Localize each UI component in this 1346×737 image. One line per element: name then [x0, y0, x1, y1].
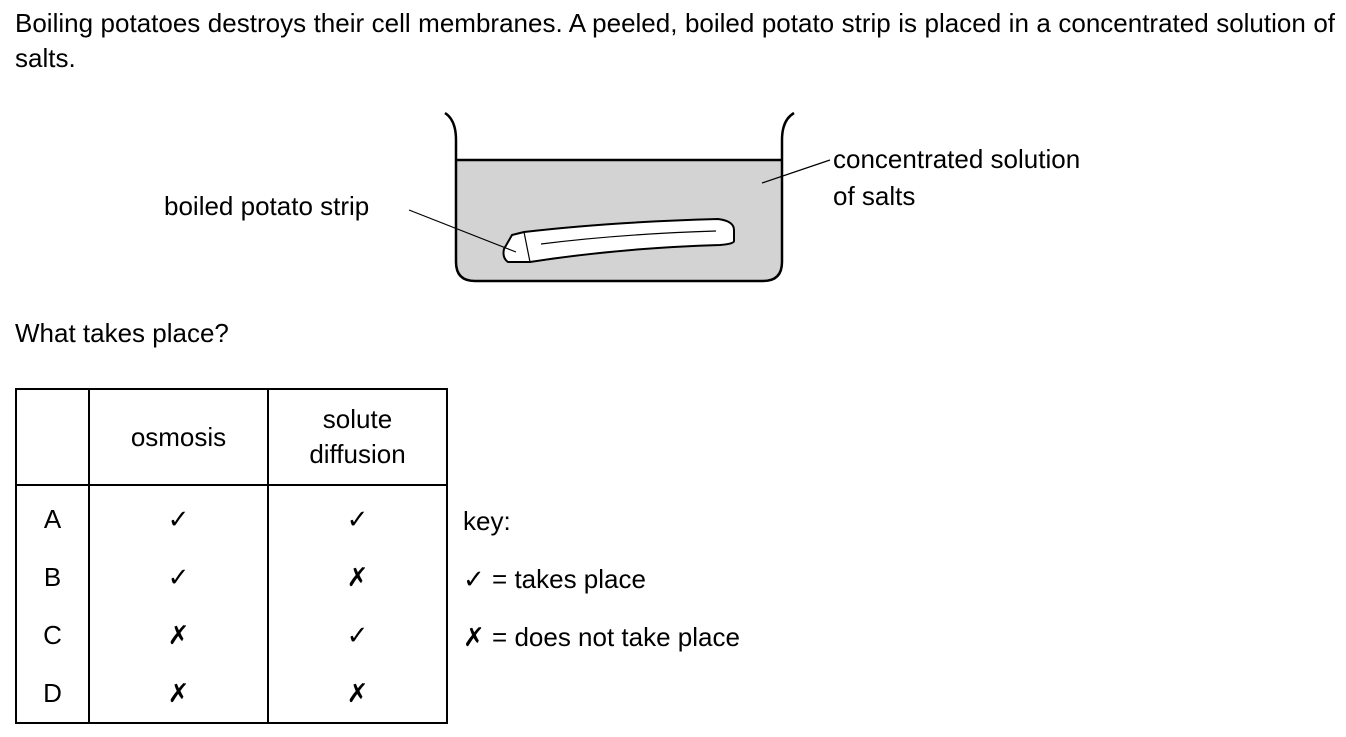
intro-text: Boiling potatoes destroys their cell mem…: [15, 8, 1335, 73]
salt-solution: [456, 160, 782, 281]
options-table: osmosis solute diffusion A ✓ ✓ B ✓ ✗ C ✗…: [15, 388, 448, 724]
osmosis-mark: ✓: [88, 485, 269, 548]
tick-symbol: ✓: [463, 564, 485, 594]
header-osmosis: osmosis: [88, 388, 269, 486]
table-row: A ✓ ✓: [15, 485, 448, 548]
potato-strip-edge: [523, 231, 531, 263]
solute-diffusion-mark: ✓: [267, 606, 448, 664]
option-letter: A: [15, 485, 90, 548]
option-letter: B: [15, 548, 90, 606]
solute-diffusion-mark: ✗: [267, 548, 448, 606]
beaker-outline: [444, 111, 795, 283]
label-solution-line1: concentrated solution: [833, 144, 1081, 174]
beaker-diagram: [408, 111, 831, 283]
osmosis-mark: ✗: [88, 606, 269, 664]
option-letter: D: [15, 664, 90, 724]
header-solute-line1: solute: [322, 404, 393, 434]
label-boiled-potato-strip: boiled potato strip: [164, 191, 370, 221]
header-solute-line2: diffusion: [309, 439, 406, 469]
solution-leader-line: [761, 159, 831, 184]
table-row: B ✓ ✗: [15, 548, 448, 606]
osmosis-mark: ✓: [88, 548, 269, 606]
solute-diffusion-mark: ✓: [267, 485, 448, 548]
table-row: C ✗ ✓: [15, 606, 448, 664]
key-title: key:: [463, 506, 511, 536]
table-row: D ✗ ✗: [15, 664, 448, 724]
strip-leader-line: [408, 209, 517, 253]
question-text: What takes place?: [15, 318, 229, 348]
table-header-row: osmosis solute diffusion: [15, 388, 448, 486]
header-solute-diffusion: solute diffusion: [267, 388, 448, 486]
option-letter: C: [15, 606, 90, 664]
solute-diffusion-mark: ✗: [267, 664, 448, 724]
potato-strip-highlight: [540, 230, 717, 245]
potato-strip: [502, 217, 735, 263]
cross-symbol: ✗: [463, 622, 485, 652]
label-solution-line2: of salts: [833, 181, 916, 211]
key-does-not-take-place: ✗ = does not take place: [463, 622, 740, 653]
cross-meaning: = does not take place: [492, 622, 740, 652]
osmosis-mark: ✗: [88, 664, 269, 724]
tick-meaning: = takes place: [492, 564, 646, 594]
header-empty: [15, 388, 90, 486]
key-takes-place: ✓ = takes place: [463, 564, 646, 595]
